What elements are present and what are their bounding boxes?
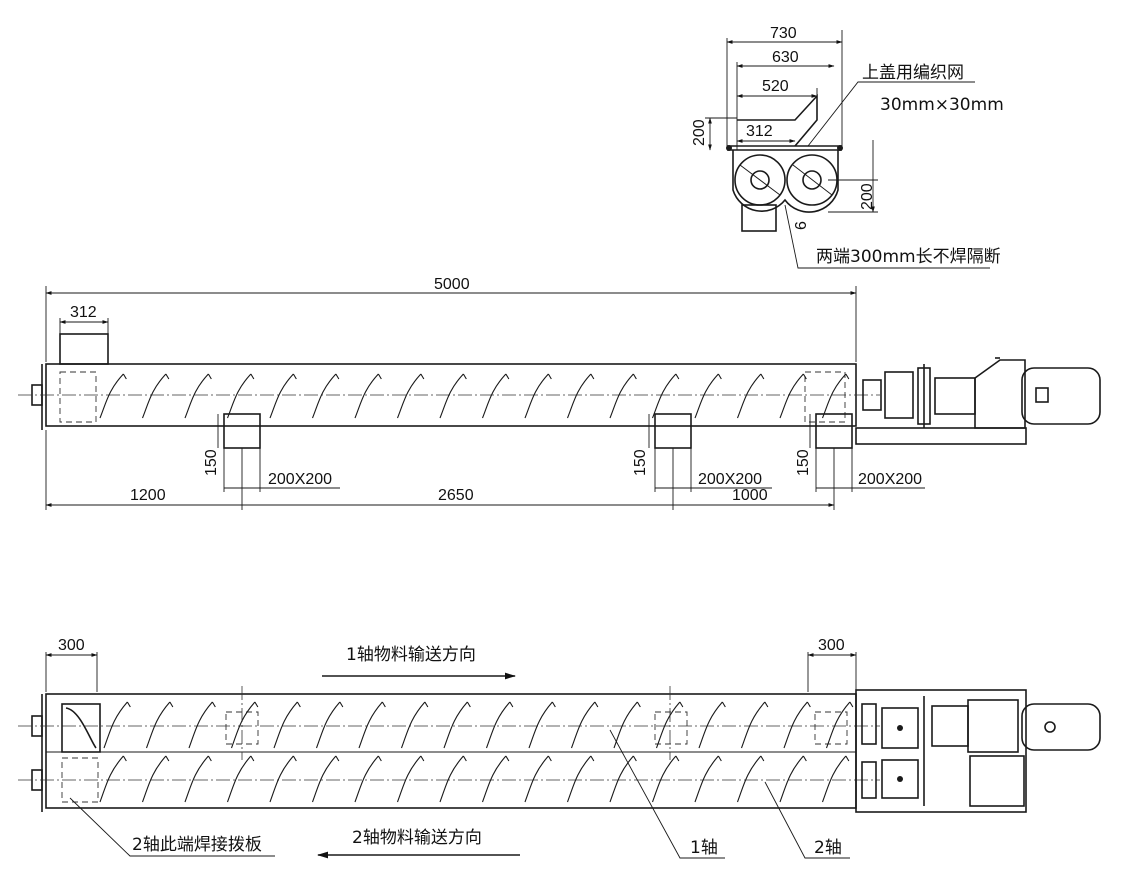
screw-flight [226, 755, 255, 803]
dim-200-right: 200 [859, 183, 876, 210]
dim-520: 520 [762, 78, 789, 95]
label-paddle-weld: 2轴此端焊接拨板 [132, 835, 262, 855]
screw-flight [736, 373, 765, 419]
screw-flight [779, 755, 807, 803]
end-view: 730 630 520 312 200 200 6 上盖用编织网 [691, 25, 1004, 269]
screw-flight [145, 701, 174, 749]
screw-flight [783, 701, 811, 749]
screw-flight [481, 373, 510, 419]
label-shaft-2: 2轴 [814, 838, 842, 858]
dim-150-a: 150 [203, 449, 220, 476]
dim-1200: 1200 [130, 487, 166, 504]
dim-2650: 2650 [438, 487, 474, 504]
dim-200x200-c: 200X200 [858, 471, 922, 488]
screw-flight [99, 373, 127, 419]
screw-flight [184, 373, 212, 419]
dim-300-left: 300 [58, 637, 85, 654]
screw-flight [354, 373, 382, 419]
dim-630: 630 [772, 49, 799, 66]
label-shaft1-direction: 1轴物料输送方向 [346, 645, 476, 665]
screw-flight [779, 373, 807, 419]
label-shaft2-direction: 2轴物料输送方向 [352, 828, 482, 848]
side-view: 5000 312 150 150 150 200X200 2 [18, 276, 1101, 510]
screw-flight [396, 373, 425, 419]
dim-150-b: 150 [632, 449, 649, 476]
screw-flight [566, 373, 595, 419]
screw-flight [354, 755, 382, 803]
screw-flight [613, 701, 641, 749]
screw-flight [184, 755, 212, 803]
plan-view: 300 300 1轴物料输送方向 2轴物料输送方向 [18, 637, 1101, 859]
screw-flight [736, 755, 765, 803]
screw-flight [528, 701, 556, 749]
screw-flight [740, 701, 769, 749]
screw-flight [141, 373, 170, 419]
dim-200-left: 200 [691, 119, 708, 146]
note-cover-mesh: 上盖用编织网 [862, 63, 964, 83]
screw-flight [609, 755, 637, 803]
screw-flight [400, 701, 429, 749]
screw-flight [230, 701, 259, 749]
note-mesh-size: 30mm×30mm [880, 95, 1004, 115]
screw-flight [315, 701, 344, 749]
screw-flight [566, 755, 595, 803]
screw-flight [103, 701, 131, 749]
screw-flight [141, 755, 170, 803]
note-ends-unwelded: 两端300mm长不焊隔断 [816, 247, 1001, 267]
screw-flight [485, 701, 514, 749]
screw-flight [655, 701, 684, 749]
screw-flight [570, 701, 599, 749]
screw-flight [269, 373, 297, 419]
dim-300-right: 300 [818, 637, 845, 654]
screw-flight [698, 701, 726, 749]
screw-flight [439, 373, 467, 419]
screw-flight [443, 701, 471, 749]
screw-flight [269, 755, 297, 803]
screw-flight [311, 373, 340, 419]
screw-flight [821, 755, 850, 803]
dim-312-side: 312 [70, 304, 97, 321]
screw-flight [651, 373, 680, 419]
screw-flight [439, 755, 467, 803]
label-shaft-1: 1轴 [690, 838, 718, 858]
dim-1000: 1000 [732, 487, 768, 504]
screw-flight [524, 373, 552, 419]
dim-6: 6 [793, 221, 810, 230]
screw-flight [694, 373, 722, 419]
screw-flight [99, 755, 127, 803]
dim-730: 730 [770, 25, 797, 42]
screw-flight [358, 701, 386, 749]
dim-200x200-a: 200X200 [268, 471, 332, 488]
screw-flight [524, 755, 552, 803]
screw-flight [396, 755, 425, 803]
screw-flight [481, 755, 510, 803]
screw-flight [694, 755, 722, 803]
dim-150-c: 150 [795, 449, 812, 476]
screw-flight [273, 701, 301, 749]
screw-flight [651, 755, 680, 803]
screw-flight [226, 373, 255, 419]
screw-flight [609, 373, 637, 419]
dim-5000: 5000 [434, 276, 470, 293]
dim-312-end: 312 [746, 123, 773, 140]
screw-flight [825, 701, 854, 749]
dim-200x200-b: 200X200 [698, 471, 762, 488]
screw-flight [188, 701, 216, 749]
screw-flight [311, 755, 340, 803]
